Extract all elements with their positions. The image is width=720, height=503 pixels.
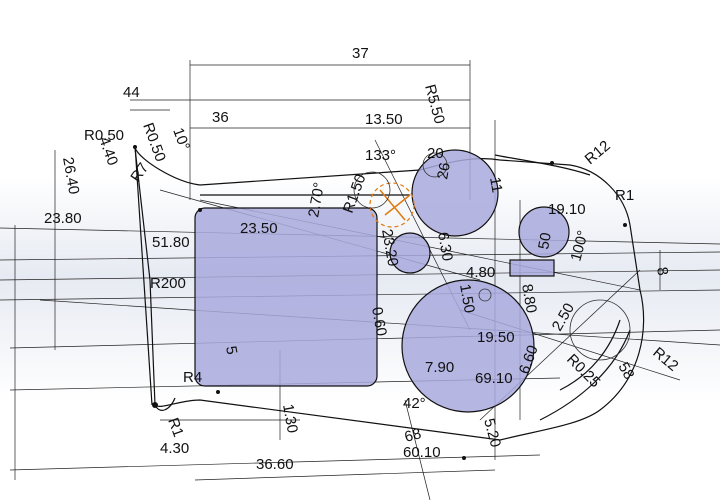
dim-r7: R7 (127, 160, 152, 185)
circle-face-mid (389, 232, 431, 274)
dim-13-50: 13.50 (365, 111, 403, 128)
dim-100: 100° (567, 229, 591, 263)
dim-69-10: 69.10 (475, 370, 513, 387)
dim-23-80: 23.80 (44, 210, 82, 227)
dim-5: 5 (222, 345, 240, 356)
dim-1-50: 1.50 (456, 283, 478, 315)
dim-19-10: 19.10 (548, 201, 586, 218)
dim-8: 8 (653, 266, 671, 277)
slot-face (509, 259, 555, 277)
rect-face (194, 207, 378, 387)
dim-20: 20 (427, 145, 444, 162)
shaded-regions[interactable] (194, 149, 570, 413)
dim-58: 58 (615, 360, 638, 383)
circle-face-top (411, 149, 499, 237)
dim-2-50: 2.50 (549, 300, 578, 334)
dim-r1: R1 (615, 187, 634, 204)
dim-4-80: 4.80 (466, 264, 495, 281)
dim-10deg: 10° (169, 126, 193, 153)
dim-68: 68 (403, 425, 424, 446)
dim-11: 11 (486, 176, 505, 194)
dim-23-20: 23.20 (378, 228, 401, 268)
dim-r5-50: R5.50 (421, 83, 448, 126)
circle-face-right (518, 206, 570, 258)
dim-4-30: 4.30 (160, 440, 189, 457)
construction-geometry (353, 152, 631, 361)
dim-44: 44 (123, 84, 140, 101)
dim-0-60: 0.60 (368, 306, 390, 338)
dim-26: 26 (434, 161, 454, 180)
dim-r200: R200 (150, 275, 186, 292)
dim-42: 42° (403, 395, 426, 412)
dim-r0-50b: R0.50 (139, 121, 169, 164)
dim-8-80: 8.80 (518, 283, 540, 315)
dim-r1-bottom: R1 (164, 416, 187, 440)
dim-51-80: 51.80 (152, 234, 190, 251)
dim-36-60: 36.60 (256, 456, 294, 473)
dim-r12-bottom: R12 (649, 344, 681, 375)
dim-1-30: 1.30 (279, 403, 301, 435)
dim-60-10: 60.10 (403, 444, 441, 461)
dim-6-30: 6.30 (434, 231, 456, 263)
dim-37: 37 (352, 45, 369, 62)
circle-face-bottom (401, 279, 535, 413)
dim-26-40: 26.40 (59, 156, 82, 196)
dim-r4: R4 (183, 369, 202, 386)
dim-r0-50a: R0.50 (84, 127, 124, 144)
dim-36: 36 (212, 109, 229, 126)
dim-19-50: 19.50 (477, 329, 515, 346)
dim-133: 133° (365, 147, 396, 164)
dim-5-20: 5.20 (480, 417, 504, 450)
dim-r12: R12 (582, 137, 614, 168)
dim-23-50: 23.50 (240, 220, 278, 237)
dim-50: 50 (535, 231, 555, 250)
sketch-points[interactable] (133, 145, 627, 460)
dim-2-70: 2.70° (305, 181, 328, 219)
dim-7-90: 7.90 (425, 359, 454, 376)
